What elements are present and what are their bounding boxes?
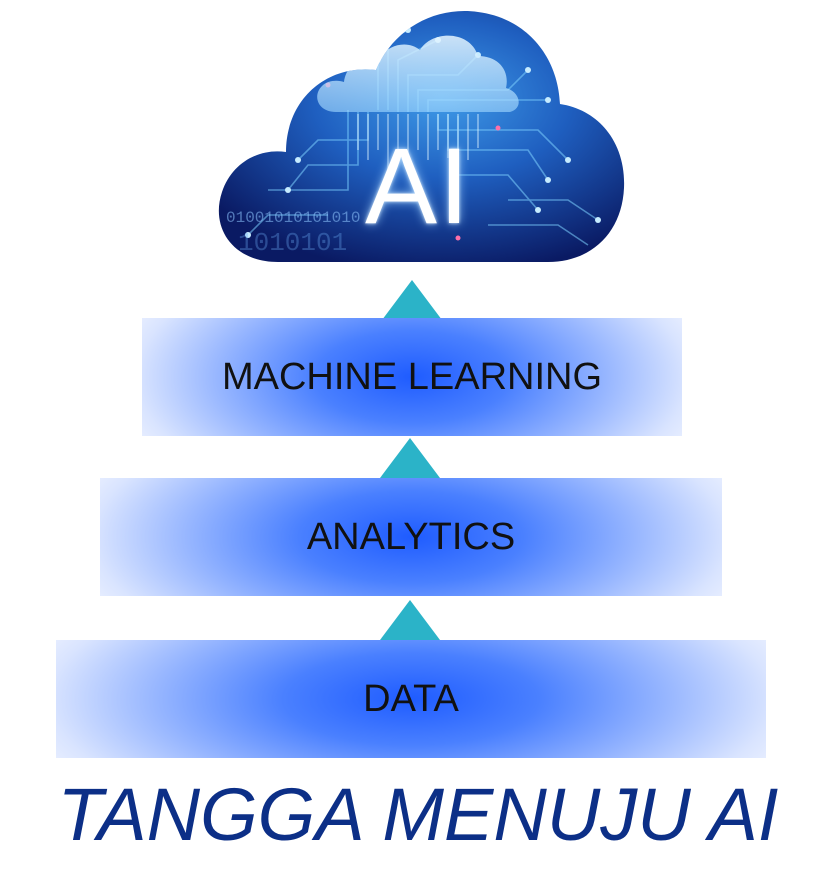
level-machine-learning: MACHINE LEARNING — [142, 318, 682, 436]
diagram-title: TANGGA MENUJU AI — [57, 773, 779, 856]
cloud-ai-label: AI — [364, 125, 472, 246]
level-label: ANALYTICS — [306, 515, 516, 558]
arrow-up-icon — [382, 280, 442, 320]
level-label: MACHINE LEARNING — [221, 355, 603, 398]
arrow-up-icon — [380, 438, 440, 478]
level-data: DATA — [56, 640, 766, 758]
level-analytics: ANALYTICS — [100, 478, 722, 596]
svg-text:1010101: 1010101 — [238, 228, 347, 258]
level-label: DATA — [363, 677, 459, 720]
arrow-up-icon — [380, 600, 440, 640]
binary-text: 01001010101010 — [226, 209, 360, 227]
ai-cloud: 01001010101010 1010101 — [208, 0, 628, 270]
cloud-icon: 01001010101010 1010101 — [218, 11, 625, 263]
